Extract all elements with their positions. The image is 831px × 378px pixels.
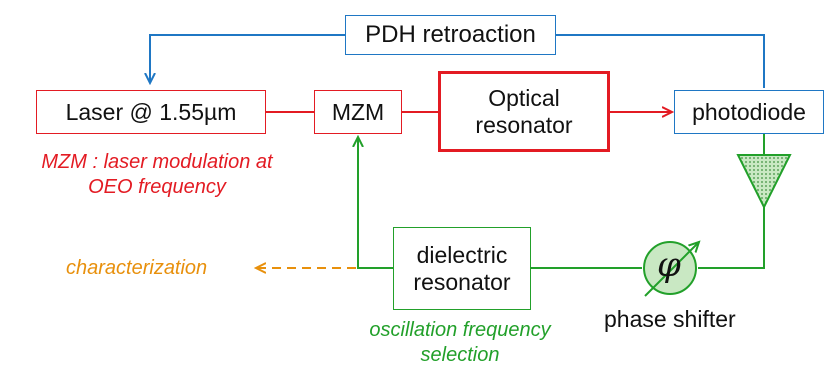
optical-resonator-box: Optical resonator [438, 71, 610, 152]
amp-to-phase-line [698, 207, 765, 269]
amplifier-triangle-icon [736, 154, 792, 210]
photodiode-box: photodiode [674, 90, 824, 134]
dielectric-resonator-line2: resonator [413, 268, 511, 295]
oscillation-note: oscillation frequency selection [330, 318, 590, 368]
phi-symbol: φ [657, 245, 681, 285]
phase-shifter-arrow [644, 242, 699, 297]
optical-resonator-line2: resonator [475, 111, 573, 138]
mzm-note: MZM : laser modulation at OEO frequency [2, 150, 312, 200]
mzm-label: MZM [331, 98, 385, 125]
phase-shifter-icon [643, 241, 697, 295]
pdh-feedback-line [150, 34, 765, 88]
dielectric-resonator-box: dielectric resonator [393, 227, 531, 310]
oscillation-note-line1: oscillation frequency [369, 319, 551, 341]
laser-box: Laser @ 1.55µm [36, 90, 266, 134]
pdh-retroaction-label: PDH retroaction [365, 21, 536, 49]
mzm-note-line1: MZM : laser modulation at [41, 151, 273, 173]
pdh-retroaction-box: PDH retroaction [345, 15, 556, 55]
characterization-label: characterization [66, 257, 208, 279]
dielectric-resonator-line1: dielectric [416, 242, 508, 269]
mzm-box: MZM [314, 90, 402, 134]
mzm-note-line2: OEO frequency [88, 176, 226, 198]
phase-shifter-label: phase shifter [604, 306, 736, 332]
laser-label: Laser @ 1.55µm [65, 98, 237, 125]
optical-resonator-line1: Optical [488, 85, 560, 112]
dielectric-to-mzm-arrow [358, 137, 393, 269]
oscillation-note-line2: selection [420, 344, 500, 366]
photodiode-label: photodiode [692, 98, 806, 125]
